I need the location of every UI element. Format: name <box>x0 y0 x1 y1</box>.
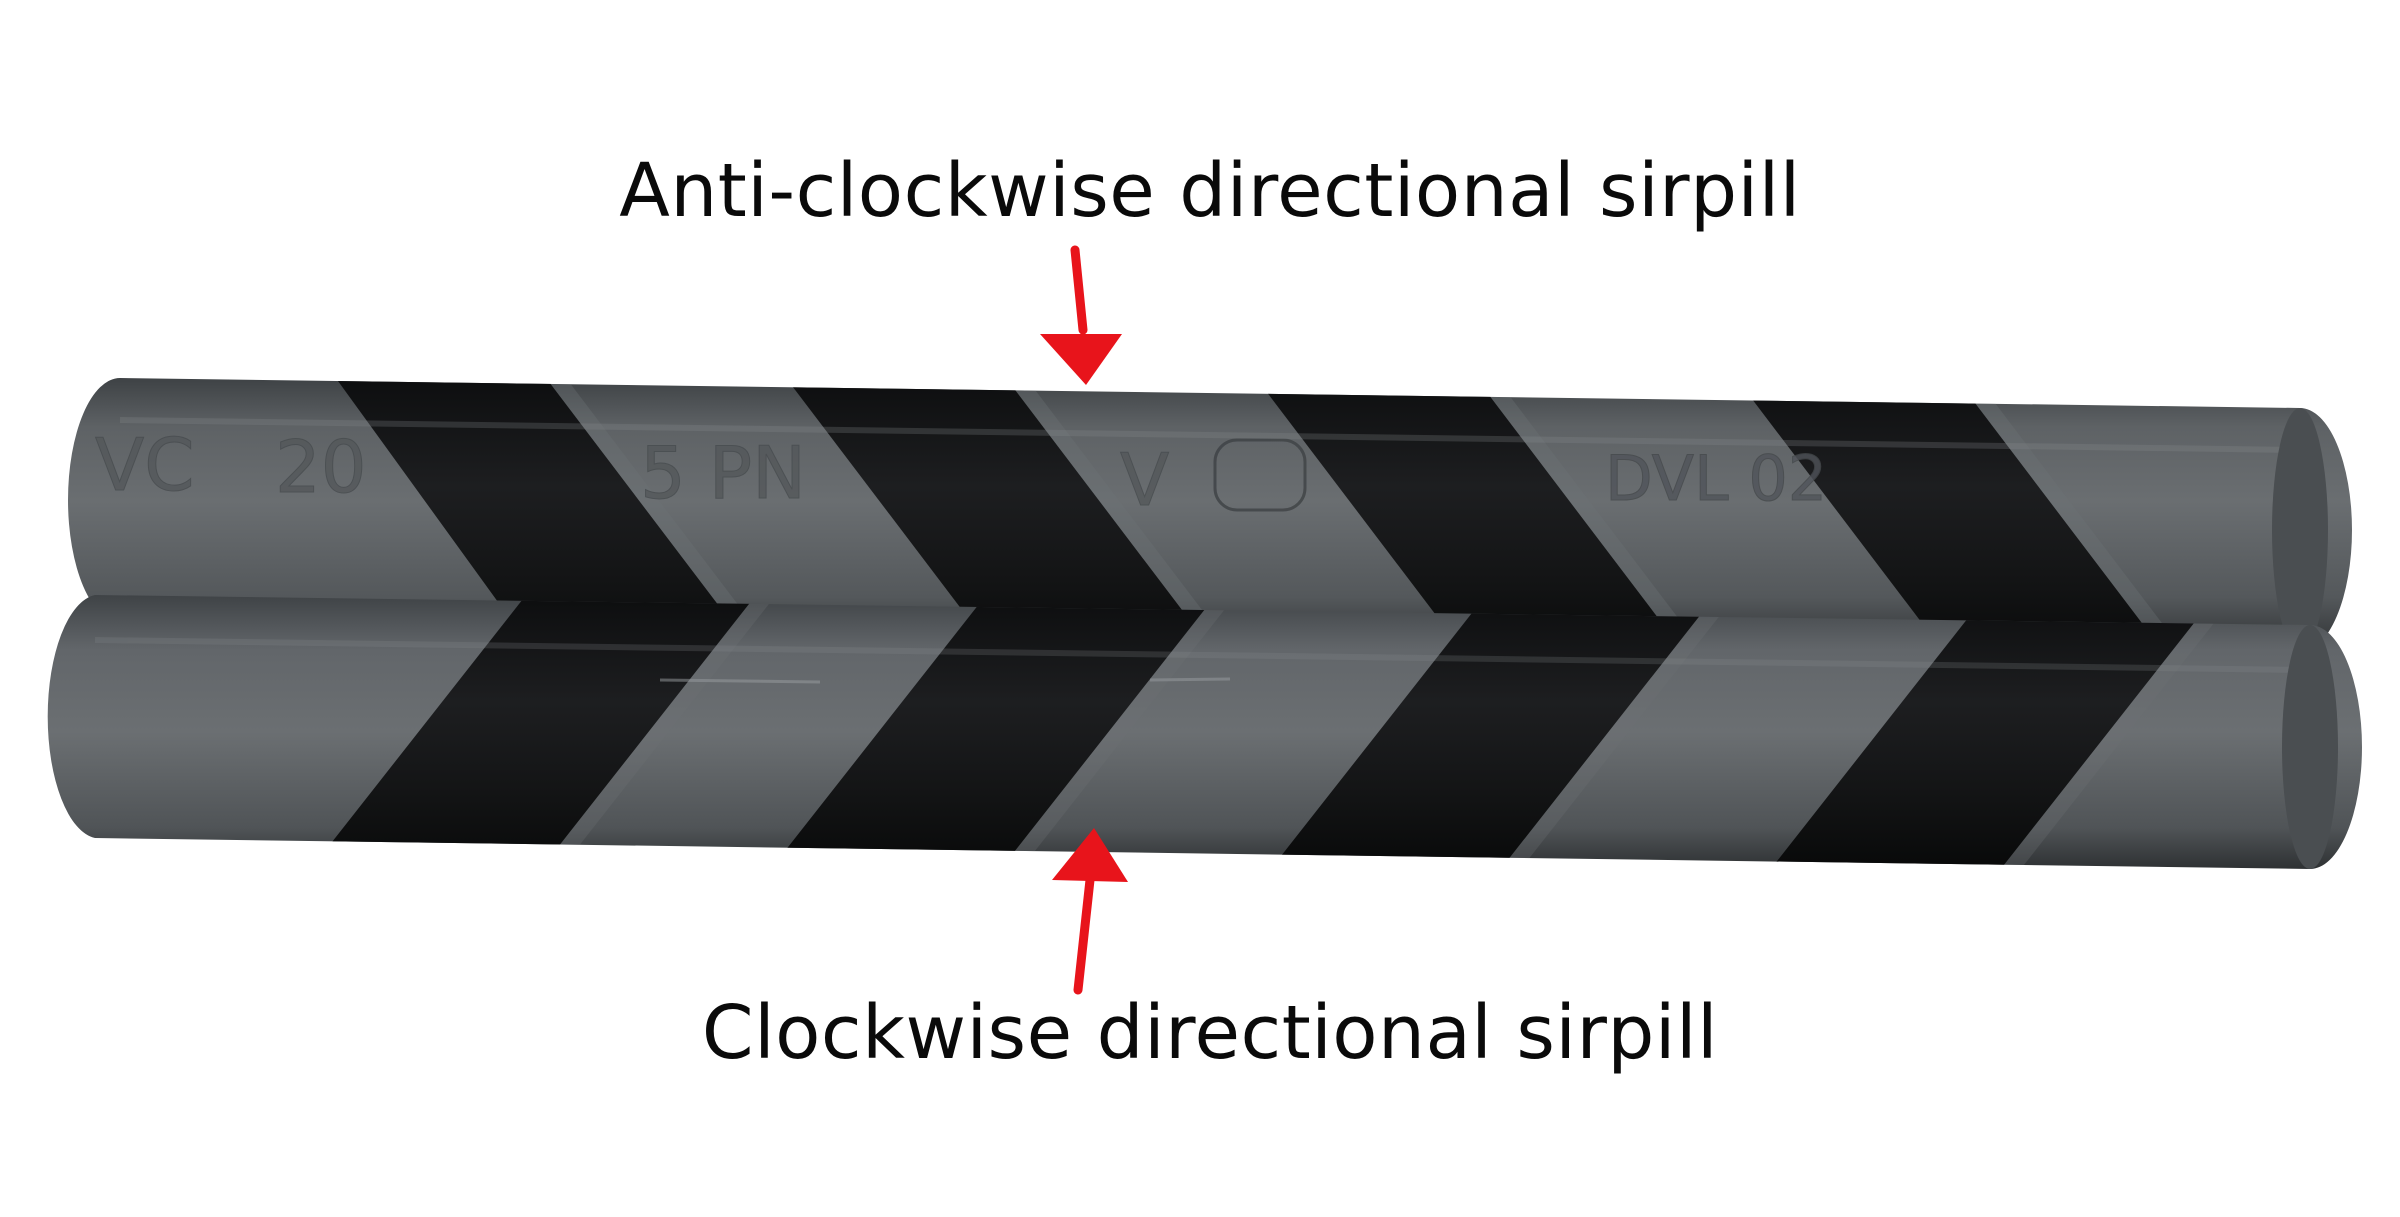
svg-text:20: 20 <box>275 425 367 509</box>
svg-text:V: V <box>1120 438 1169 522</box>
top-pipe: VC 20 5 PN V DVL 02 <box>68 378 2352 652</box>
svg-text:DVL 02: DVL 02 <box>1605 442 1827 515</box>
bottom-caption: Clockwise directional sirpill <box>701 990 1719 1076</box>
svg-text:VC: VC <box>95 423 195 507</box>
bottom-pipe <box>47 595 2362 869</box>
svg-text:5 PN: 5 PN <box>640 431 806 515</box>
top-caption: Anti-clockwise directional sirpill <box>619 148 1801 234</box>
